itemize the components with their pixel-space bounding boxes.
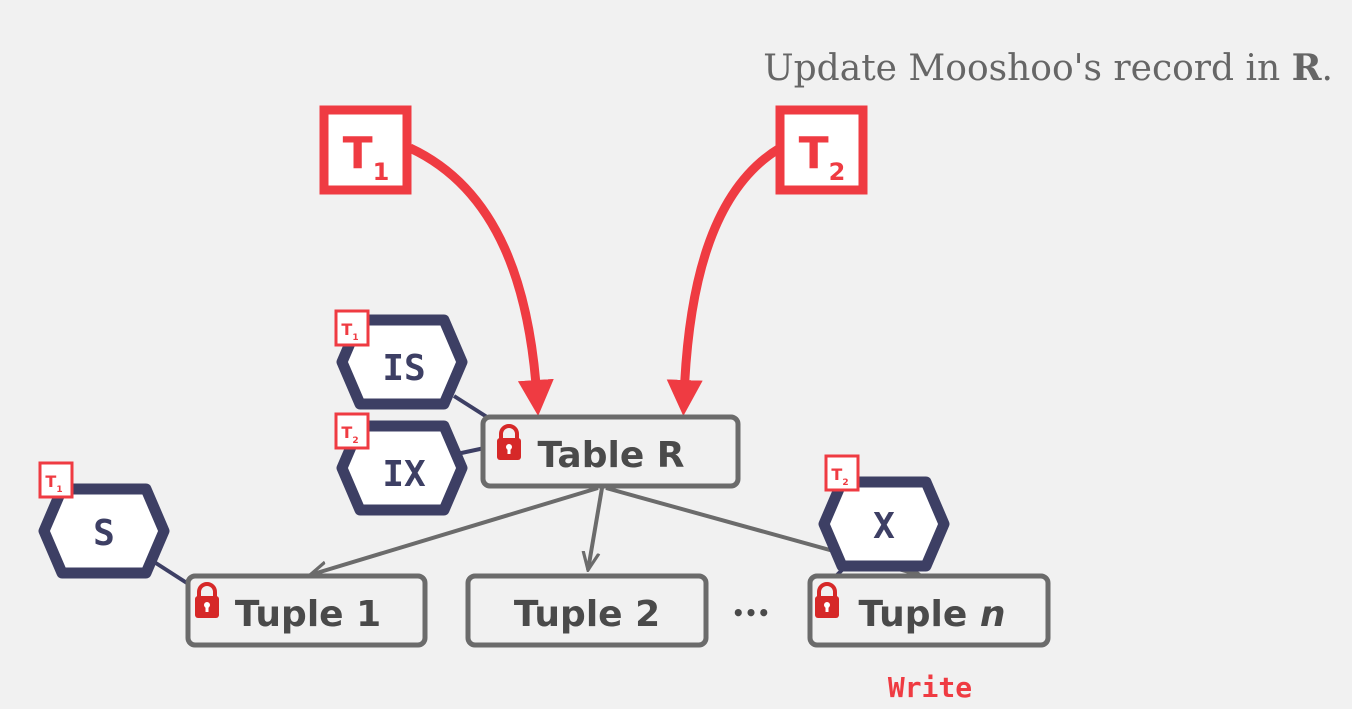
t1-to-table-arrow [408, 143, 554, 416]
caption: Update Mooshoo's record in R. [763, 47, 1333, 89]
tuple-1-label: Tuple 1 [235, 594, 381, 635]
table-r-label: Table R [538, 435, 685, 476]
tuple-1-box [185, 573, 428, 648]
is-hexagon [336, 314, 468, 410]
table-r-box [480, 414, 741, 489]
x-holder-badge [824, 454, 860, 492]
ix-holder-badge [334, 412, 370, 450]
s-hexagon [38, 483, 170, 579]
ix-holder-label: T2 [341, 423, 358, 446]
table-to-tuple2-arrow [588, 487, 604, 570]
lock-ix-t2: IX T2 [334, 412, 468, 516]
tuple-n-label: Tuple n [859, 594, 1006, 635]
ix-mode-label: IX [382, 454, 426, 495]
caption-relation: R [1292, 47, 1323, 89]
tuple-2-node: Tuple 2 [465, 573, 709, 648]
s-holder-badge [38, 461, 74, 499]
ellipsis: ••• [732, 601, 770, 625]
lock-is-t1: IS T1 [334, 309, 468, 410]
t2-to-table-arrow [666, 144, 783, 416]
ix-hexagon [336, 420, 468, 516]
caption-suffix: . [1322, 48, 1333, 89]
s-holder-label: T1 [45, 472, 62, 495]
tuple-2-box [465, 573, 709, 648]
table-to-tuple1-arrow [310, 486, 599, 575]
is-holder-badge [334, 309, 370, 347]
tuple-2-label: Tuple 2 [514, 594, 660, 635]
s-mode-label: S [93, 513, 115, 554]
transaction-t2-box [775, 105, 868, 195]
tuple-n-box [807, 573, 1051, 648]
lock-x-t2: X T2 [818, 454, 950, 572]
lock-s-t1: S T1 [38, 461, 170, 579]
transaction-t1: T1 [319, 105, 412, 195]
caption-prefix: Update Mooshoo's record in [763, 48, 1291, 89]
transaction-t1-label: T1 [343, 128, 390, 186]
table-r-node: Table R [480, 414, 741, 489]
x-holder-label: T2 [831, 465, 848, 488]
is-holder-label: T1 [341, 320, 358, 343]
is-mode-label: IS [382, 348, 425, 389]
tuple-n-node: Tuple n [807, 573, 1051, 648]
transaction-t1-box [319, 105, 412, 195]
transaction-t2: T2 [775, 105, 868, 195]
x-mode-label: X [873, 506, 895, 547]
tuple-1-node: Tuple 1 [185, 573, 428, 648]
write-label: Write [888, 671, 972, 704]
transaction-t2-label: T2 [799, 128, 846, 186]
x-hexagon [818, 476, 950, 572]
